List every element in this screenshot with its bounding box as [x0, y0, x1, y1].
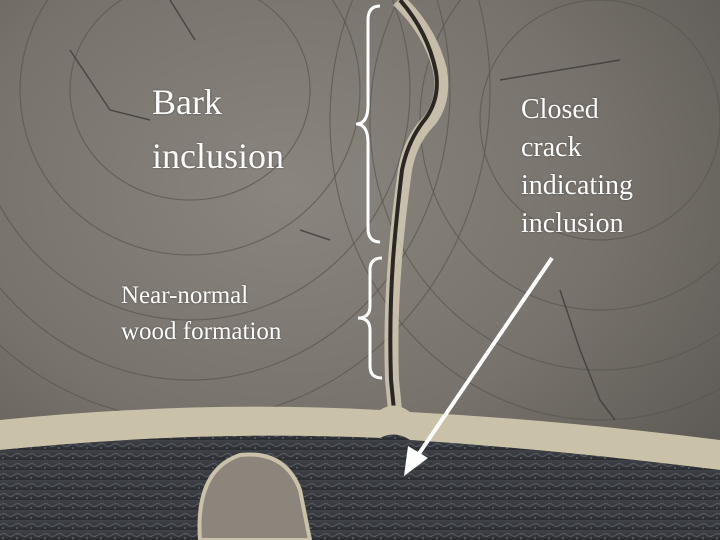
branch-stub: [197, 452, 313, 540]
brace-near-normal-wood: [357, 256, 383, 380]
growth-rings-right: [329, 0, 720, 421]
label-bark-inclusion: Bark inclusion: [152, 75, 284, 183]
label-near-normal-wood: Near-normal wood formation: [121, 278, 281, 350]
brace-bark-inclusion: [355, 4, 381, 244]
bark-inclusion-crack: [388, 0, 439, 411]
label-closed-crack: Closed crack indicating inclusion: [521, 91, 633, 243]
outer-bark: [0, 434, 720, 540]
label-wood-line-1: Near-normal: [121, 282, 249, 309]
label-wood-line-2: wood formation: [121, 318, 282, 345]
label-bark-line-2: inclusion: [152, 136, 284, 176]
radial-checks: [69, 0, 621, 421]
label-crack-line-2: crack: [521, 132, 582, 163]
arrow-head: [404, 446, 428, 476]
label-crack-line-4: inclusion: [521, 208, 624, 239]
label-crack-line-3: indicating: [521, 170, 633, 201]
arrow-shaft: [414, 256, 554, 460]
bark-band: [0, 405, 720, 470]
label-bark-line-1: Bark: [152, 82, 222, 122]
label-crack-line-1: Closed: [521, 94, 599, 125]
